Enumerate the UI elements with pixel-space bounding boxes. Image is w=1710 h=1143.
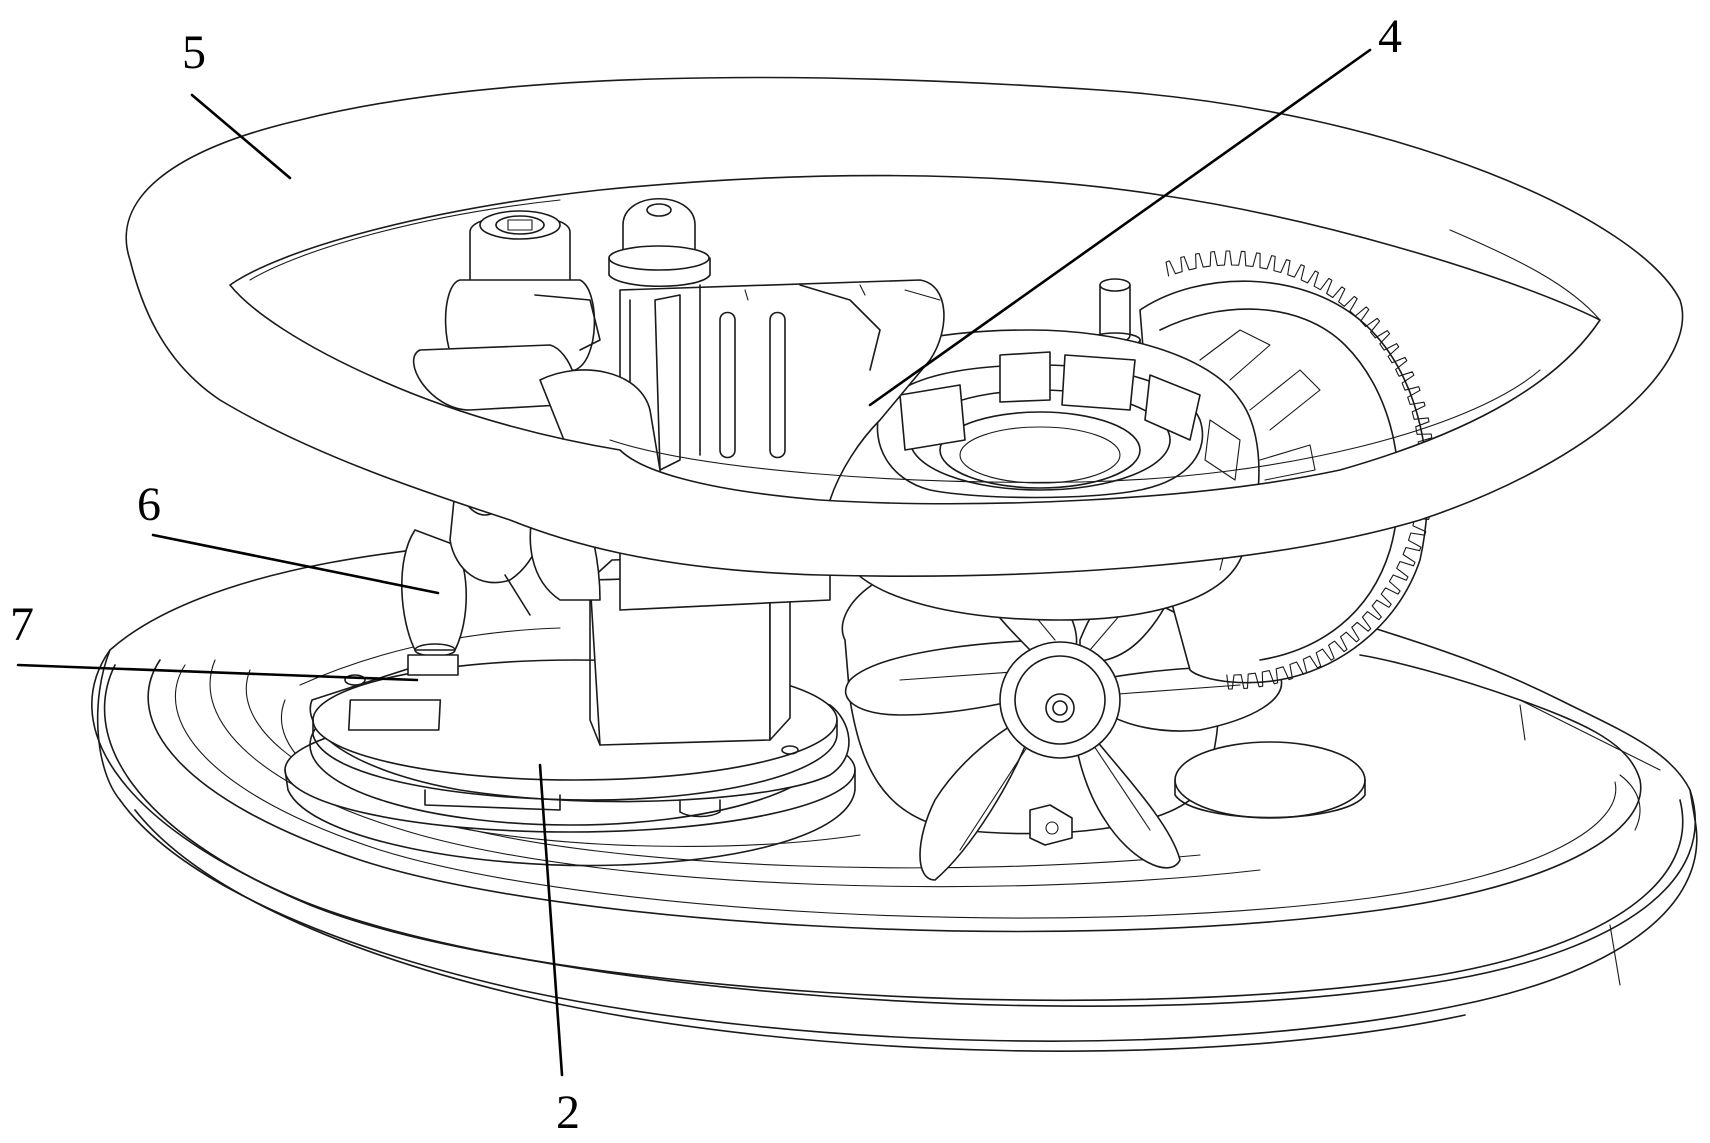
leader-6: [151, 533, 440, 595]
labels: 5 4 6 7 2: [10, 10, 1402, 1139]
label-4: 4: [1378, 10, 1402, 63]
upper-ring: [125, 76, 1684, 577]
leader-4: [868, 48, 1372, 407]
leader-7: [16, 663, 419, 682]
label-6: 6: [137, 478, 161, 531]
leader-2: [538, 763, 564, 1077]
fan: [841, 543, 1366, 881]
label-7: 7: [10, 598, 34, 651]
circuit-board: [284, 554, 856, 867]
label-2: 2: [556, 1086, 580, 1139]
leader-5: [190, 93, 292, 180]
label-5: 5: [182, 26, 206, 79]
leader-lines: [16, 48, 1372, 1077]
